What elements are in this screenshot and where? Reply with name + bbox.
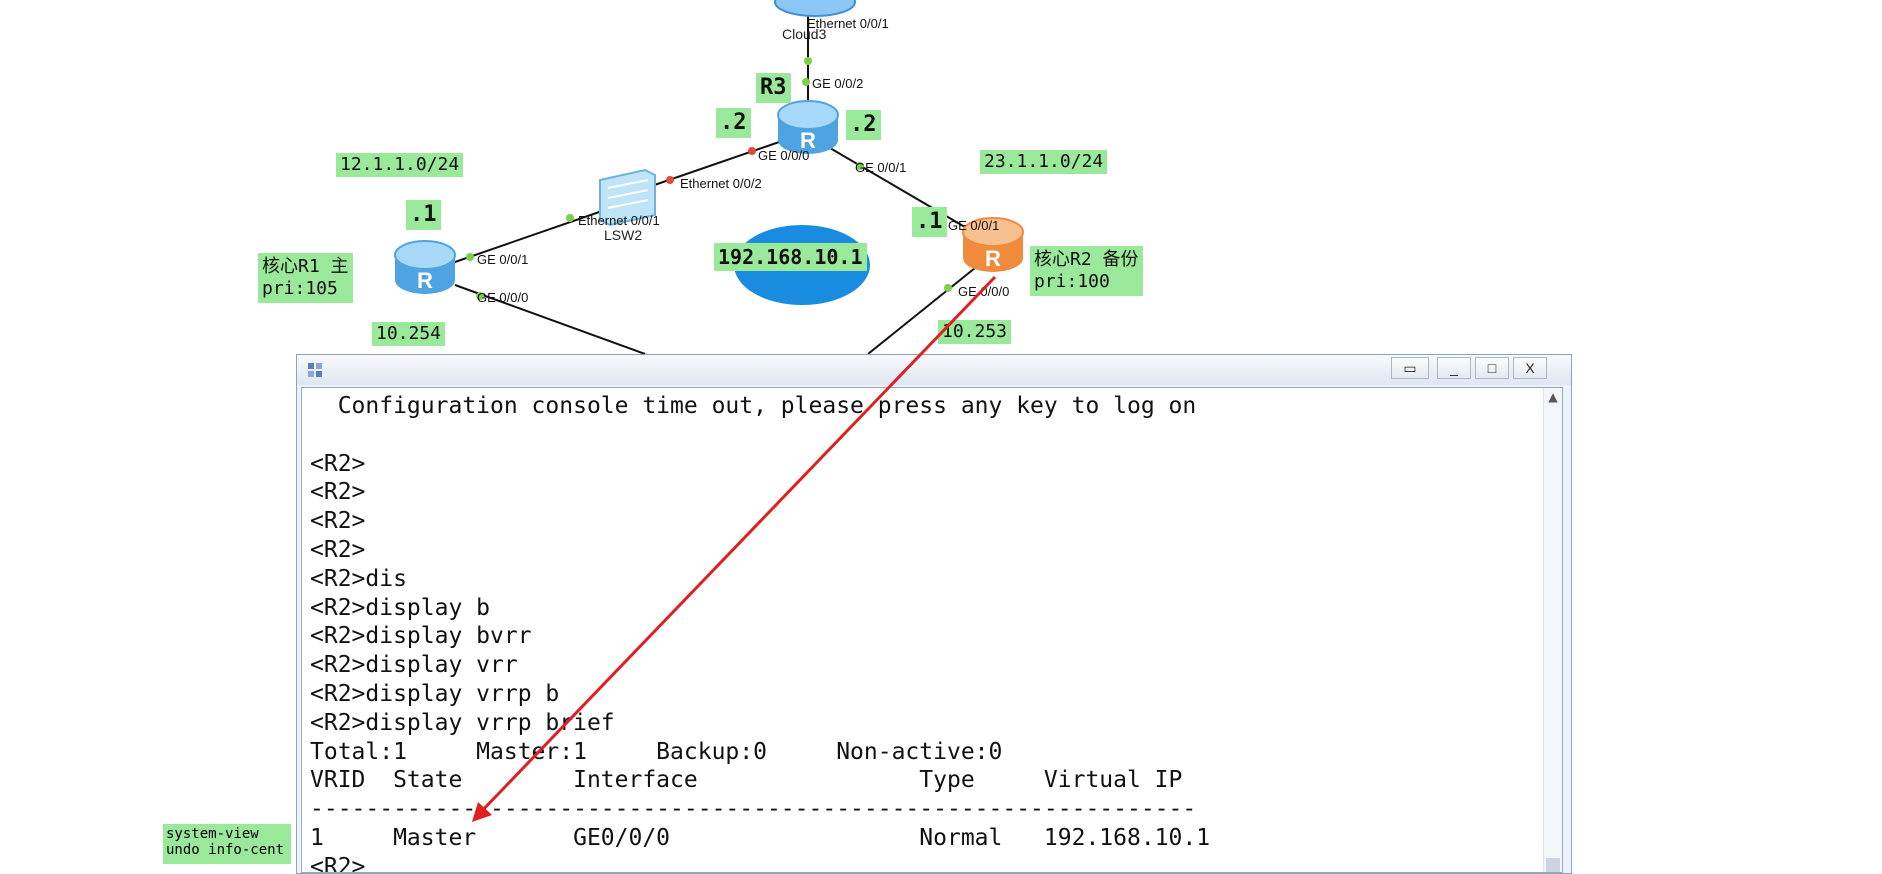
scroll-thumb[interactable] — [1546, 858, 1560, 872]
terminal-line: <R2>display bvrr — [310, 623, 532, 650]
maximize-button[interactable]: □ — [1475, 357, 1509, 379]
command-note: system-view undo info-cent — [163, 824, 291, 864]
svg-text:R: R — [985, 246, 1001, 271]
port-label: GE 0/0/1 — [855, 160, 907, 175]
port-label: GE 0/0/0 — [477, 290, 529, 305]
host-label-r2-bottom: 10.253 — [938, 320, 1012, 344]
port-label: GE 0/0/0 — [958, 284, 1010, 299]
link-sw-r1 — [454, 209, 606, 263]
cmd-note-line2: undo info-cent — [166, 842, 285, 858]
vertical-scrollbar[interactable]: ▲ — [1543, 388, 1562, 872]
r1-priority-note: 核心R1 主 pri:105 — [258, 253, 353, 303]
port-label: GE 0/0/2 — [812, 76, 864, 91]
host-label-r2-top: .1 — [912, 207, 947, 237]
port-dot — [566, 214, 574, 222]
port-dot — [466, 253, 474, 261]
terminal-area[interactable]: Configuration console time out, please p… — [301, 387, 1563, 873]
host-label-r3-right: .2 — [846, 110, 881, 140]
cloud-name: Cloud3 — [782, 26, 827, 42]
router-r2-icon[interactable]: R — [962, 217, 1024, 272]
link-r3-sw — [639, 139, 786, 191]
terminal-line: Configuration console time out, please p… — [310, 393, 1197, 419]
router-r3-icon[interactable]: R — [777, 100, 839, 154]
port-label: GE 0/0/1 — [477, 252, 529, 267]
r2-note-line2: pri:100 — [1034, 271, 1110, 292]
terminal-line: <R2>display vrr — [310, 652, 518, 679]
terminal-line: <R2> — [310, 536, 366, 563]
minimize-button[interactable]: _ — [1437, 357, 1471, 379]
terminal-line: <R2>display vrrp brief — [310, 709, 615, 736]
port-label: Ethernet 0/0/1 — [578, 213, 660, 228]
restore-layout-button[interactable]: ▭ — [1391, 357, 1429, 379]
terminal-line: <R2> — [310, 450, 366, 477]
r1-note-line2: pri:105 — [262, 278, 338, 299]
console-titlebar[interactable]: ▭ _ □ X — [297, 355, 1571, 385]
app-icon — [308, 363, 322, 377]
port-dot — [944, 284, 952, 292]
subnet-label-left: 12.1.1.0/24 — [336, 153, 464, 177]
terminal-line: ----------------------------------------… — [310, 796, 1197, 823]
terminal-output: Configuration console time out, please p… — [310, 392, 1211, 873]
cmd-note-line1: system-view — [166, 826, 259, 842]
r3-name-label: R3 — [756, 73, 791, 103]
terminal-line: <R2>display vrrp b — [310, 680, 560, 707]
subnet-label-right: 23.1.1.0/24 — [980, 150, 1108, 174]
console-window[interactable]: ▭ _ □ X Configuration console time out, … — [296, 354, 1572, 874]
svg-text:R: R — [800, 128, 816, 153]
port-dot — [856, 162, 864, 170]
vip-label: 192.168.10.1 — [714, 243, 867, 271]
host-label-r3-left: .2 — [716, 108, 751, 138]
switch-name: LSW2 — [604, 227, 643, 243]
close-button[interactable]: X — [1513, 357, 1547, 379]
r2-note-line1: 核心R2 备份 — [1034, 249, 1139, 270]
port-label: GE 0/0/0 — [758, 148, 810, 163]
port-dot — [804, 57, 812, 65]
port-dot — [748, 147, 756, 155]
cloud-icon[interactable] — [774, 0, 856, 17]
terminal-line — [310, 421, 1210, 450]
router-r1-icon[interactable]: R — [394, 240, 456, 294]
port-dot — [666, 176, 674, 184]
terminal-line: <R2>dis — [310, 565, 407, 592]
scroll-up-arrow-icon[interactable]: ▲ — [1548, 390, 1558, 404]
terminal-line: <R2> — [310, 479, 366, 506]
terminal-line: <R2>display b — [310, 594, 491, 621]
terminal-line: VRID State Interface Type Virtual IP — [310, 767, 1183, 794]
switch-icon[interactable] — [599, 168, 656, 227]
port-dot — [802, 78, 810, 86]
svg-text:R: R — [417, 268, 433, 293]
r1-note-line1: 核心R1 主 — [262, 256, 349, 277]
port-label: Ethernet 0/0/2 — [680, 176, 762, 191]
terminal-line: <R2> — [310, 853, 366, 873]
terminal-line: Total:1 Master:1 Backup:0 Non-active:0 — [310, 738, 1003, 765]
terminal-line: 1 Master GE0/0/0 Normal 192.168.10.1 — [310, 824, 1211, 851]
link-r3-r2 — [829, 147, 971, 231]
host-label-r1-bottom: 10.254 — [372, 322, 446, 346]
r2-priority-note: 核心R2 备份 pri:100 — [1030, 246, 1143, 296]
host-label-r1-top: .1 — [406, 200, 441, 230]
terminal-line: <R2> — [310, 508, 366, 535]
port-label: Ethernet 0/0/1 — [807, 16, 889, 31]
port-label: GE 0/0/1 — [948, 218, 1000, 233]
